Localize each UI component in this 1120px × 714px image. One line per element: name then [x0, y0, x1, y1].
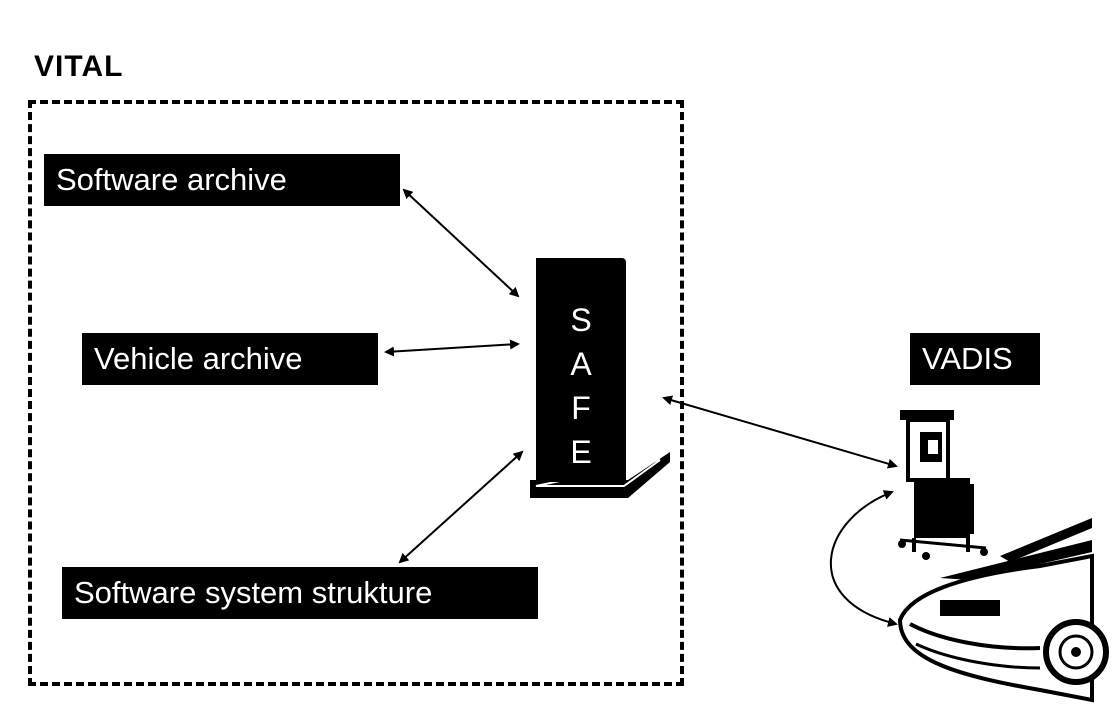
safe-letter-s: S	[570, 302, 592, 338]
safe-letter-a: A	[570, 346, 592, 382]
diagnostic-cart-icon	[898, 410, 988, 560]
connector-software-system	[398, 450, 524, 564]
software-system-label: Software system strukture	[62, 567, 538, 619]
connector-vadis	[662, 395, 898, 469]
safe-server: S A F E	[536, 258, 626, 482]
connector-software-archive	[402, 188, 520, 298]
vadis-label: VADIS	[910, 333, 1040, 385]
vital-title: VITAL	[34, 50, 124, 83]
connector-vehicle-link	[829, 490, 898, 627]
safe-letter-e: E	[570, 434, 592, 470]
connector-vehicle-archive	[384, 339, 520, 357]
safe-letter-f: F	[571, 390, 591, 426]
vehicle-archive-label: Vehicle archive	[82, 333, 378, 385]
software-archive-label: Software archive	[44, 154, 400, 206]
vital-boundary	[28, 100, 684, 686]
car-icon	[897, 518, 1109, 703]
